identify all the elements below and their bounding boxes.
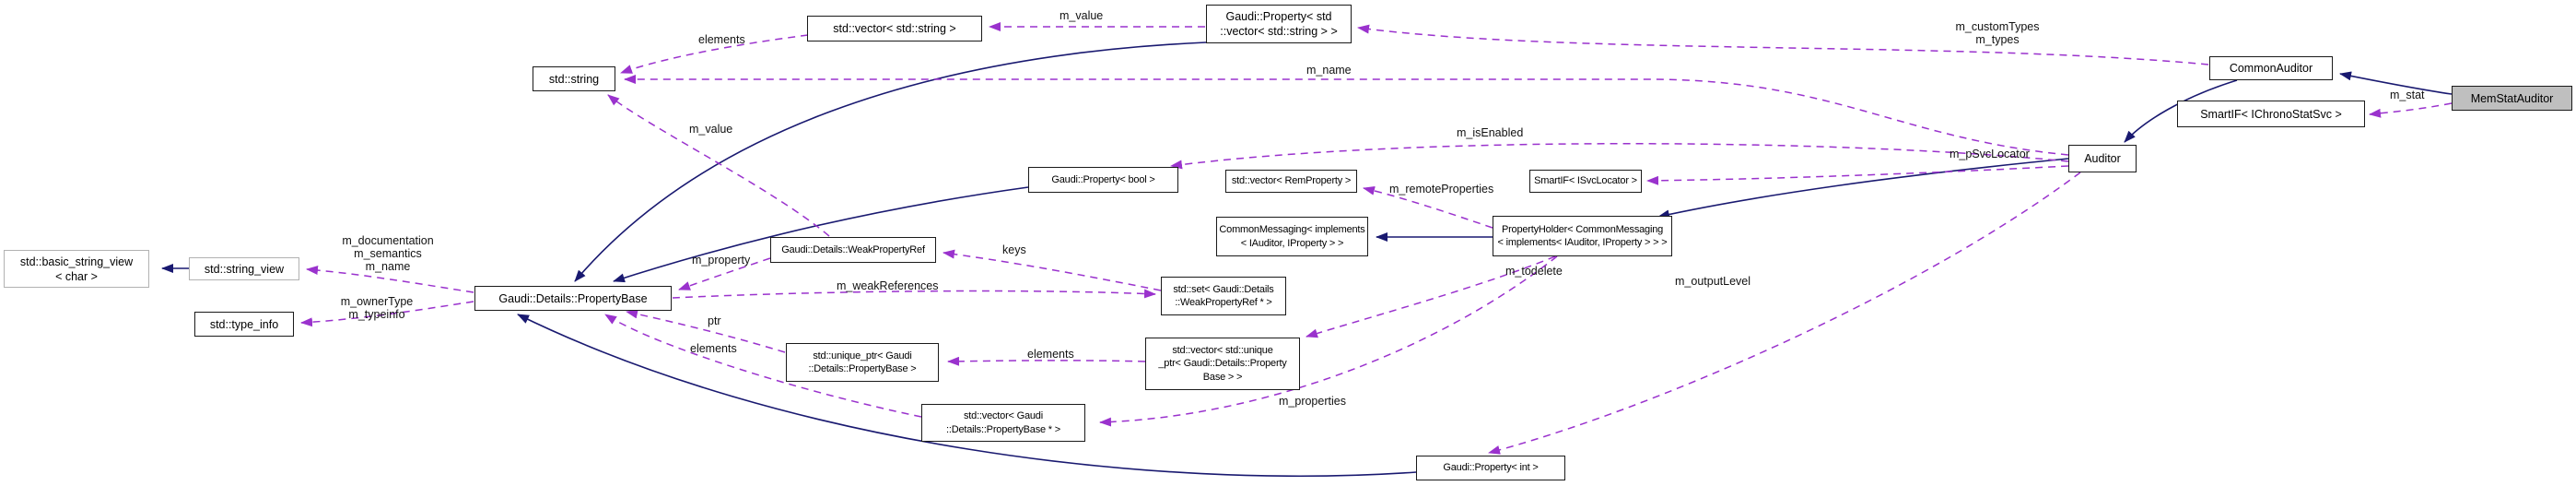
edge-label-m-weakreferences: m_weakReferences [837, 279, 939, 292]
node-std-set-weakpropertyref[interactable]: std::set< Gaudi::Details ::WeakPropertyR… [1161, 277, 1286, 315]
edge-usage-auditor-psvclocator-smartif [1646, 165, 2069, 185]
edge-inherit-property-bool-propertybase [613, 186, 1029, 283]
node-std-vector-string[interactable]: std::vector< std::string > [807, 16, 982, 41]
node-gaudi-property-vecstr[interactable]: Gaudi::Property< std ::vector< std::stri… [1206, 5, 1352, 43]
edge-label-elements-vecstr-string: elements [698, 33, 745, 46]
node-gaudi-property-bool[interactable]: Gaudi::Property< bool > [1028, 167, 1178, 193]
edge-label-m-value-vecstr: m_value [1060, 9, 1104, 22]
edge-usage-commonauditor-types-property-vecstr [1357, 24, 2209, 65]
edge-usage-weakpropertyref-mvalue-string [607, 94, 830, 237]
edge-usage-propertyholder-todelete-vector-uptr [1306, 255, 1556, 338]
node-std-string-view: std::string_view [189, 257, 299, 280]
edge-label-m-psvclocator: m_pSvcLocator [1950, 148, 2030, 160]
edge-label-m-outputlevel: m_outputLevel [1675, 275, 1751, 288]
node-std-vector-propertybase-ptr[interactable]: std::vector< Gaudi ::Details::PropertyBa… [921, 404, 1085, 442]
edge-label-m-value-string: m_value [689, 123, 733, 136]
edge-label-keys: keys [1002, 243, 1026, 256]
edge-label-elements-uptr: elements [1027, 348, 1074, 361]
node-gaudi-details-propertybase[interactable]: Gaudi::Details::PropertyBase [474, 286, 672, 311]
edge-inherit-commonauditor-auditor [2124, 79, 2238, 143]
edge-usage-propertybase-docs-string-view [306, 266, 474, 293]
edge-label-m-documentation-semantics-name: m_documentation m_semantics m_name [342, 234, 434, 273]
edge-usage-auditor-outputlevel-property-int [1488, 172, 2081, 455]
edge-label-m-todelete: m_todelete [1505, 265, 1563, 278]
edge-label-m-properties: m_properties [1279, 395, 1346, 408]
edge-label-m-property: m_property [692, 254, 751, 267]
edge-usage-propertybase-weakreferences-set [672, 289, 1156, 299]
edge-label-m-name: m_name [1306, 64, 1352, 77]
node-std-vector-remproperty[interactable]: std::vector< RemProperty > [1225, 170, 1357, 193]
node-gaudi-details-weakpropertyref[interactable]: Gaudi::Details::WeakPropertyRef [770, 237, 936, 263]
edge-label-elements-pbptr: elements [690, 342, 737, 355]
node-smartif-isvclocator[interactable]: SmartIF< ISvcLocator > [1529, 170, 1642, 193]
edge-usage-vecstr-elements-string [620, 34, 809, 74]
edge-inherit-property-vecstr-propertybase [574, 41, 1207, 282]
edge-usage-propertyholder-properties-vector-pbptr [1099, 255, 1558, 427]
node-std-vector-unique-ptr[interactable]: std::vector< std::unique _ptr< Gaudi::De… [1145, 338, 1300, 390]
edge-inherit-auditor-propertyholder [1657, 158, 2069, 219]
node-gaudi-property-int[interactable]: Gaudi::Property< int > [1416, 456, 1565, 480]
node-smartif-ichronostatsvc[interactable]: SmartIF< IChronoStatSvc > [2177, 101, 2365, 127]
node-std-unique-ptr-propertybase[interactable]: std::unique_ptr< Gaudi ::Details::Proper… [786, 343, 939, 382]
node-mem-stat-auditor: MemStatAuditor [2452, 86, 2572, 111]
edge-usage-vector-uptr-elements-uniqueptr [947, 356, 1146, 366]
edge-inherit-memstatauditor-commonauditor [2339, 71, 2453, 95]
node-common-auditor[interactable]: CommonAuditor [2209, 56, 2333, 80]
edge-usage-memstat-mstat-ichronostatsvc [2369, 102, 2453, 118]
node-std-type-info[interactable]: std::type_info [194, 312, 294, 337]
edge-label-m-stat: m_stat [2390, 89, 2425, 101]
edge-label-m-customtypes-m-types: m_customTypes m_types [1955, 20, 2040, 46]
edge-usage-set-keys-weakpropertyref [943, 249, 1162, 291]
edge-usage-auditor-isenabled-property-bool [1170, 143, 2069, 170]
node-std-string[interactable]: std::string [533, 66, 615, 91]
edge-label-m-remoteproperties: m_remoteProperties [1389, 183, 1494, 196]
edge-label-ptr: ptr [708, 314, 721, 327]
edge-usage-propertyholder-remoteproperties [1363, 185, 1493, 229]
edge-usage-uniqueptr-ptr-propertybase [626, 309, 786, 353]
edge-inherit-property-int-propertybase [517, 314, 1417, 477]
node-std-basic-string-view: std::basic_string_view < char > [4, 250, 149, 288]
node-auditor[interactable]: Auditor [2068, 145, 2137, 172]
node-common-messaging[interactable]: CommonMessaging< implements < IAuditor, … [1216, 217, 1368, 256]
node-property-holder[interactable]: PropertyHolder< CommonMessaging < implem… [1493, 216, 1672, 256]
edge-usage-auditor-mname-string [624, 75, 2069, 156]
edge-label-m-isenabled: m_isEnabled [1457, 126, 1524, 139]
edge-label-m-ownertype-m-typeinfo: m_ownerType m_typeinfo [340, 295, 414, 321]
